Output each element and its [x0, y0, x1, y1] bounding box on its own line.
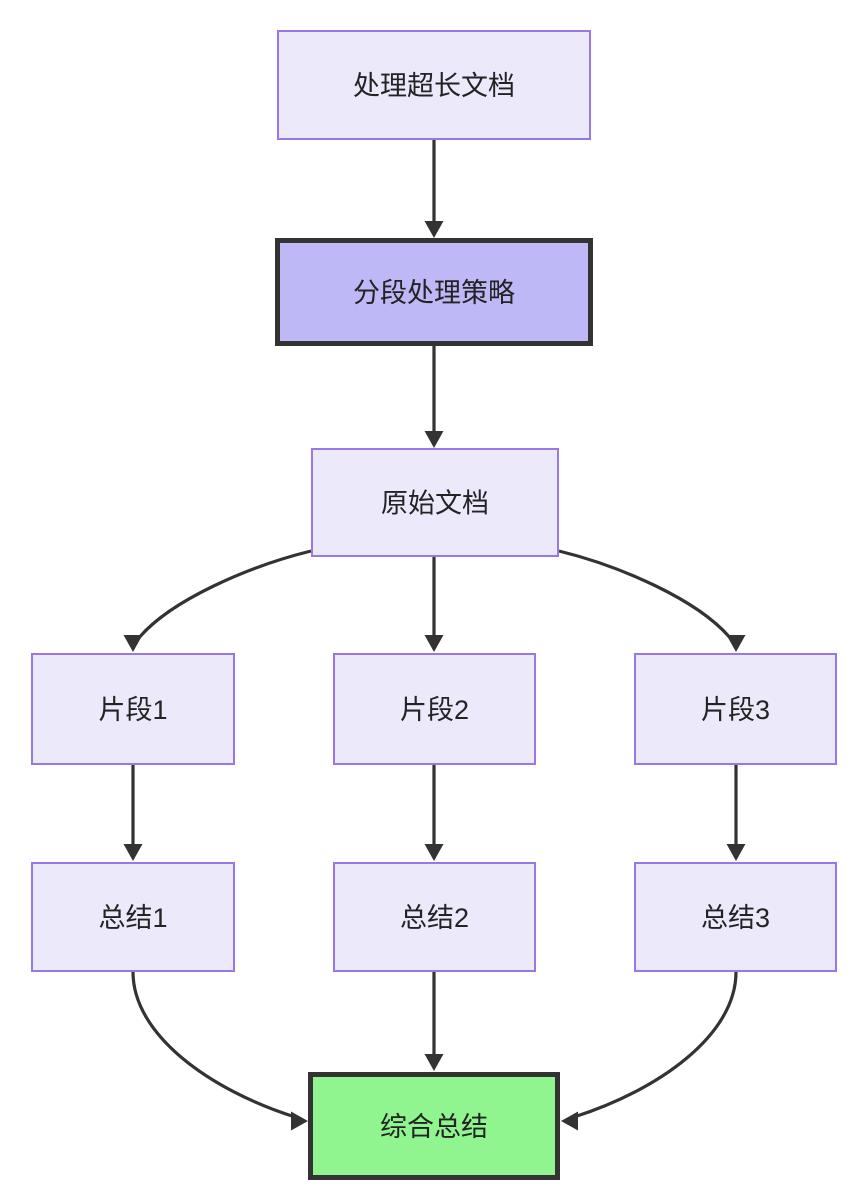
flow-node-n8[interactable]: 总结2: [333, 862, 536, 972]
flow-node-n4[interactable]: 片段1: [31, 653, 235, 765]
edge-n7-to-n10: [131, 971, 296, 1119]
node-label-n6: 片段3: [701, 695, 770, 725]
node-label-n8: 总结2: [400, 903, 469, 933]
arrowhead-n3-to-n6: [726, 635, 746, 652]
node-box-n2[interactable]: [275, 238, 593, 346]
arrowhead-n2-to-n3: [424, 431, 444, 448]
edge-n3-to-n6: [558, 549, 733, 641]
arrowhead-n1-to-n2: [424, 221, 444, 238]
flow-node-n5[interactable]: 片段2: [333, 653, 536, 765]
flow-node-n1[interactable]: 处理超长文档: [277, 30, 591, 140]
node-box-n9[interactable]: [634, 862, 837, 972]
node-box-n7[interactable]: [31, 862, 235, 972]
flow-node-n10[interactable]: 综合总结: [308, 1072, 560, 1180]
arrowhead-n3-to-n5: [424, 635, 444, 652]
node-label-n5: 片段2: [400, 695, 469, 725]
edge-n9-to-n10: [573, 971, 738, 1119]
node-label-n4: 片段1: [98, 695, 167, 725]
arrowhead-n9-to-n10: [561, 1111, 578, 1131]
flow-node-n3[interactable]: 原始文档: [311, 448, 559, 557]
node-box-n8[interactable]: [333, 862, 536, 972]
arrowhead-n4-to-n7: [123, 844, 143, 861]
arrowhead-n3-to-n4: [123, 635, 143, 652]
node-box-n6[interactable]: [634, 653, 837, 765]
node-box-n3[interactable]: [311, 448, 559, 557]
node-label-n3: 原始文档: [381, 489, 489, 519]
edges-layer: [123, 140, 746, 1131]
flow-node-n2[interactable]: 分段处理策略: [275, 238, 593, 346]
arrowhead-n8-to-n10: [424, 1054, 444, 1071]
arrowhead-n6-to-n9: [726, 844, 746, 861]
node-label-n2: 分段处理策略: [353, 278, 515, 308]
arrowhead-n7-to-n10: [291, 1111, 308, 1131]
node-box-n5[interactable]: [333, 653, 536, 765]
arrowhead-n5-to-n8: [424, 844, 444, 861]
node-label-n7: 总结1: [98, 903, 167, 933]
node-box-n1[interactable]: [277, 30, 591, 140]
flow-node-n9[interactable]: 总结3: [634, 862, 837, 972]
node-box-n10[interactable]: [308, 1072, 560, 1180]
node-label-n9: 总结3: [701, 903, 770, 933]
edge-n3-to-n4: [136, 549, 312, 641]
node-box-n4[interactable]: [31, 653, 235, 765]
flow-node-n6[interactable]: 片段3: [634, 653, 837, 765]
flow-node-n7[interactable]: 总结1: [31, 862, 235, 972]
node-label-n1: 处理超长文档: [353, 71, 515, 101]
node-label-n10: 综合总结: [380, 1112, 488, 1142]
